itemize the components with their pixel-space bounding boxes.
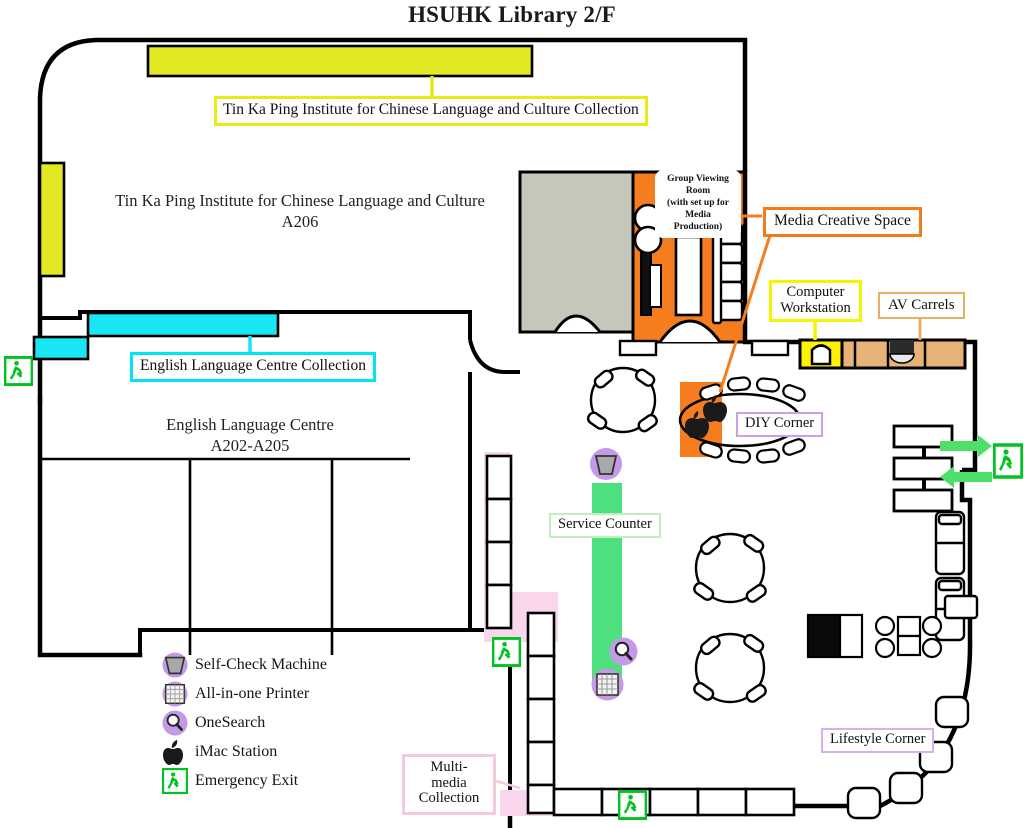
legend-label: Emergency Exit <box>195 771 299 789</box>
legend-label: OneSearch <box>195 713 266 731</box>
imac-station-icon <box>685 395 727 438</box>
emergency-exit-icon[interactable] <box>992 443 1024 479</box>
english-centre-shelving <box>32 311 280 361</box>
legend-item-emergency-exit: Emergency Exit <box>160 766 410 795</box>
callout-english-language-centre-collection[interactable]: English Language Centre Collection <box>130 352 376 382</box>
reading-carrels-right <box>892 424 954 513</box>
onesearch-icon <box>160 709 190 736</box>
group-viewing-room-line1: Group Viewing Room <box>667 174 729 196</box>
callout-service-counter[interactable]: Service Counter <box>549 513 661 538</box>
room-label-english-centre: English Language Centre A202-A205 <box>140 414 360 456</box>
multimedia-shelving <box>484 452 796 817</box>
callout-group-viewing-room: Group Viewing Room (with set up for Medi… <box>655 170 741 239</box>
legend-item-all-in-one-printer: All-in-one Printer <box>160 679 410 708</box>
callout-tin-ka-ping-collection[interactable]: Tin Ka Ping Institute for Chinese Langua… <box>214 96 648 126</box>
tin-ka-ping-shelving <box>38 44 534 278</box>
av-carrels-strip <box>618 338 967 370</box>
emergency-exit-icon[interactable] <box>491 637 522 667</box>
group-viewing-room-line2: (with set up for <box>666 197 729 208</box>
room-label-tin-ka-ping: Tin Ka Ping Institute for Chinese Langua… <box>100 190 500 232</box>
lifestyle-corner-zone <box>806 594 979 820</box>
legend: Self-Check Machine All-in-one Printer <box>160 650 410 795</box>
outer-walls <box>37 37 748 658</box>
all-in-one-printer-icon <box>591 668 624 701</box>
callout-multi-media-collection[interactable]: Multi-media Collection <box>402 754 496 815</box>
callout-media-creative-space[interactable]: Media Creative Space <box>763 207 922 237</box>
imac-station-icon <box>160 739 190 765</box>
page-title: HSUHK Library 2/F <box>408 2 616 27</box>
callout-diy-corner[interactable]: DIY Corner <box>736 412 824 437</box>
legend-label: All-in-one Printer <box>195 684 310 702</box>
room-label-tin-ka-ping-line1: Tin Ka Ping Institute for Chinese Langua… <box>115 191 485 210</box>
legend-label: Self-Check Machine <box>195 655 327 673</box>
self-check-machine-icon <box>160 651 190 678</box>
callout-multi-media-collection-text: Multi-media Collection <box>418 759 480 807</box>
self-check-machine-icon <box>589 447 623 481</box>
onesearch-icon <box>609 637 638 666</box>
legend-item-onesearch: OneSearch <box>160 708 410 737</box>
legend-item-imac-station: iMac Station <box>160 737 410 766</box>
emergency-exit-icon[interactable] <box>617 790 648 820</box>
callout-av-carrels[interactable]: AV Carrels <box>878 292 965 320</box>
group-viewing-room-line3: Media Production) <box>673 209 723 232</box>
round-tables-with-chairs <box>586 366 767 704</box>
all-in-one-printer-icon <box>160 680 190 707</box>
room-label-tin-ka-ping-code: A206 <box>281 212 319 232</box>
table-unit <box>674 235 703 317</box>
callout-computer-workstation[interactable]: Computer Workstation <box>769 280 862 323</box>
diy-corner-zone <box>678 214 922 464</box>
exit-direction-arrows <box>940 435 992 488</box>
desk-unit <box>649 264 662 308</box>
legend-label: iMac Station <box>195 742 278 760</box>
room-label-english-centre-line1: English Language Centre <box>166 415 334 434</box>
callout-lifestyle-corner[interactable]: Lifestyle Corner <box>821 728 935 753</box>
legend-item-self-check-machine: Self-Check Machine <box>160 650 410 679</box>
emergency-exit-icon[interactable] <box>3 356 34 386</box>
room-label-english-centre-code: A202-A205 <box>210 436 290 456</box>
emergency-exit-icon <box>160 767 190 794</box>
